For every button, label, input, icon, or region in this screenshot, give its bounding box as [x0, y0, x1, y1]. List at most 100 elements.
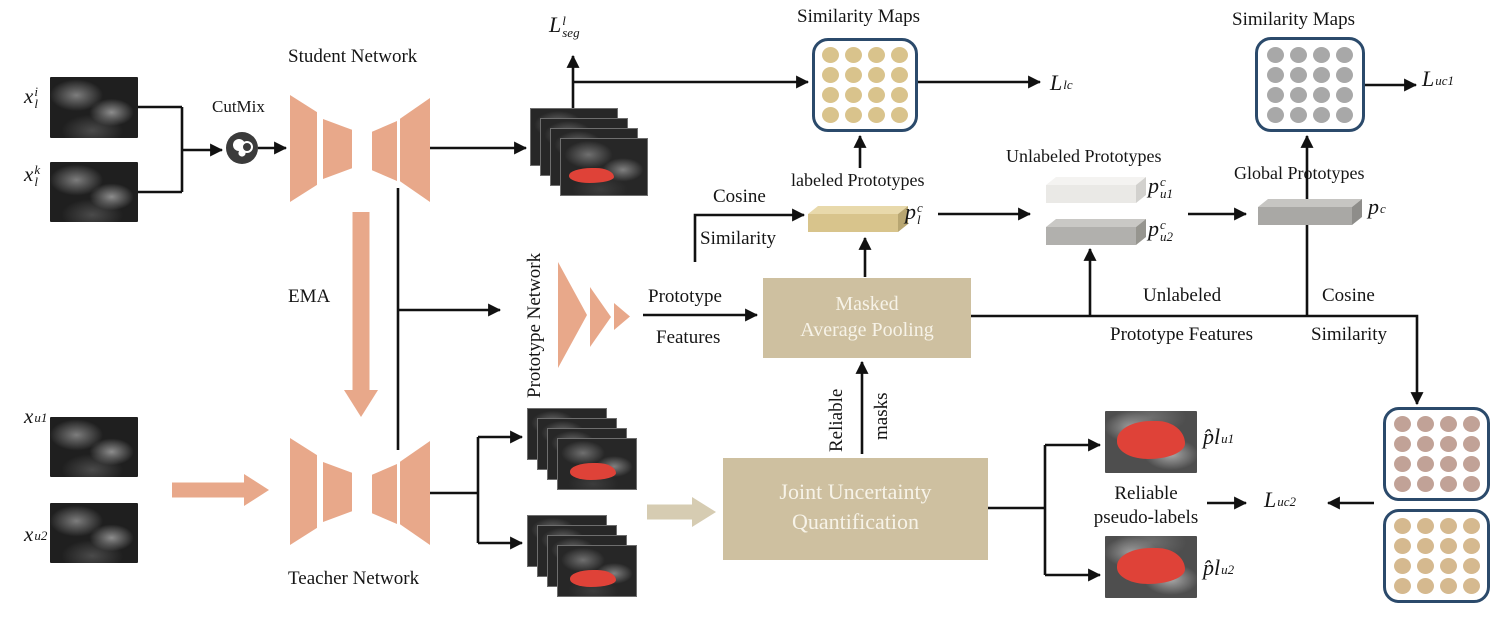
- similarity-map-labeled: [812, 38, 918, 132]
- cutmix-label: CutMix: [212, 97, 265, 116]
- prototype-features-line1: Prototype: [648, 286, 722, 307]
- unlabeled-prototype-bar-u2: [1046, 219, 1146, 245]
- similarity-dot: [1393, 538, 1411, 554]
- similarity-dot: [822, 107, 839, 123]
- similarity-dot: [822, 47, 839, 63]
- cosine-right-line1: Cosine: [1322, 285, 1375, 306]
- similarity-dot: [1462, 538, 1480, 554]
- similarity-dot: [822, 67, 839, 83]
- input-image-xu1: [50, 417, 138, 477]
- similarity-map-unlabeled-1: [1383, 407, 1490, 501]
- student-network-title: Student Network: [288, 46, 418, 67]
- unlabeled-proto-feat-line2: Prototype Features: [1110, 324, 1254, 345]
- similarity-dot: [1393, 578, 1411, 594]
- similarity-dot: [1416, 416, 1434, 432]
- similarity-dot: [1416, 578, 1434, 594]
- similarity-maps-title-left: Similarity Maps: [797, 6, 920, 27]
- similarity-dot: [1439, 518, 1457, 534]
- similarity-dot: [1462, 476, 1480, 492]
- unlabeled-prototype-bar-u1: [1046, 177, 1146, 203]
- similarity-dot: [891, 67, 908, 83]
- similarity-dot: [1416, 436, 1434, 452]
- similarity-dot: [1336, 46, 1353, 63]
- cosine-right-line2: Similarity: [1311, 324, 1387, 345]
- similarity-dot: [845, 107, 862, 123]
- similarity-dot: [1416, 476, 1434, 492]
- edge-teacher-out: [430, 437, 480, 543]
- similarity-dot: [868, 47, 885, 63]
- similarity-dot: [1439, 538, 1457, 554]
- similarity-dot: [1393, 436, 1411, 452]
- segmentation-blob: [1117, 548, 1185, 584]
- similarity-dot: [1290, 66, 1307, 83]
- similarity-dot: [1393, 558, 1411, 574]
- edge-inputs-bracket: [138, 105, 184, 194]
- similarity-dot: [1439, 578, 1457, 594]
- similarity-dot: [868, 87, 885, 103]
- similarity-map-global: [1255, 37, 1365, 132]
- input-image-xu2: [50, 503, 138, 563]
- global-prototypes-title: Global Prototypes: [1234, 163, 1365, 183]
- student-encoder-block-1: [290, 95, 317, 202]
- reliable-masks-line2: masks: [871, 392, 892, 441]
- similarity-dot: [891, 87, 908, 103]
- similarity-dot: [1336, 66, 1353, 83]
- student-decoder-block-2: [400, 98, 430, 202]
- global-prototype-bar: [1258, 199, 1362, 225]
- prototype-features-line2: Features: [656, 327, 721, 348]
- similarity-dot: [1462, 456, 1480, 472]
- similarity-dot: [1267, 66, 1284, 83]
- similarity-dot: [1313, 66, 1330, 83]
- similarity-dot: [1290, 86, 1307, 103]
- similarity-dot: [1416, 558, 1434, 574]
- pseudo-label-image-u2: [1105, 536, 1197, 598]
- similarity-dot: [1290, 106, 1307, 123]
- prototype-network-block-3: [614, 303, 630, 330]
- masked-average-pooling-box: Masked Average Pooling: [763, 278, 971, 358]
- segmentation-blob: [570, 463, 616, 480]
- similarity-dot: [1313, 46, 1330, 63]
- teacher-decoder-block-1: [372, 464, 397, 524]
- similarity-dot: [822, 87, 839, 103]
- similarity-dot: [1416, 538, 1434, 554]
- similarity-dot: [1462, 558, 1480, 574]
- unlabeled-prototypes-title: Unlabeled Prototypes: [1006, 146, 1162, 166]
- ema-arrow: [344, 212, 378, 417]
- similarity-dot: [1393, 416, 1411, 432]
- similarity-map-unlabeled-2: [1383, 509, 1490, 603]
- teacher-network-title: Teacher Network: [288, 568, 420, 589]
- unlabeled-input-arrow: [172, 474, 269, 506]
- similarity-dot: [891, 107, 908, 123]
- similarity-dot: [1439, 436, 1457, 452]
- similarity-dot: [1267, 106, 1284, 123]
- similarity-dot: [891, 47, 908, 63]
- student-decoder-block-1: [372, 121, 397, 181]
- similarity-dot: [1416, 456, 1434, 472]
- similarity-dot: [1267, 46, 1284, 63]
- similarity-dot: [1313, 106, 1330, 123]
- teacher-encoder-block-2: [323, 462, 352, 522]
- similarity-dot: [1393, 476, 1411, 492]
- prototype-network-block-2: [590, 287, 611, 347]
- reliable-pseudo-labels-label: Reliable pseudo-labels: [1093, 483, 1199, 528]
- similarity-dot: [1439, 476, 1457, 492]
- unlabeled-proto-feat-line1: Unlabeled: [1143, 285, 1222, 306]
- segmentation-blob: [1117, 421, 1185, 459]
- teacher-decoder-block-2: [400, 441, 430, 545]
- cosine-top-line2: Similarity: [700, 228, 776, 249]
- similarity-dot: [1393, 518, 1411, 534]
- labeled-prototypes-title: labeled Prototypes: [791, 170, 925, 190]
- similarity-dot: [1439, 558, 1457, 574]
